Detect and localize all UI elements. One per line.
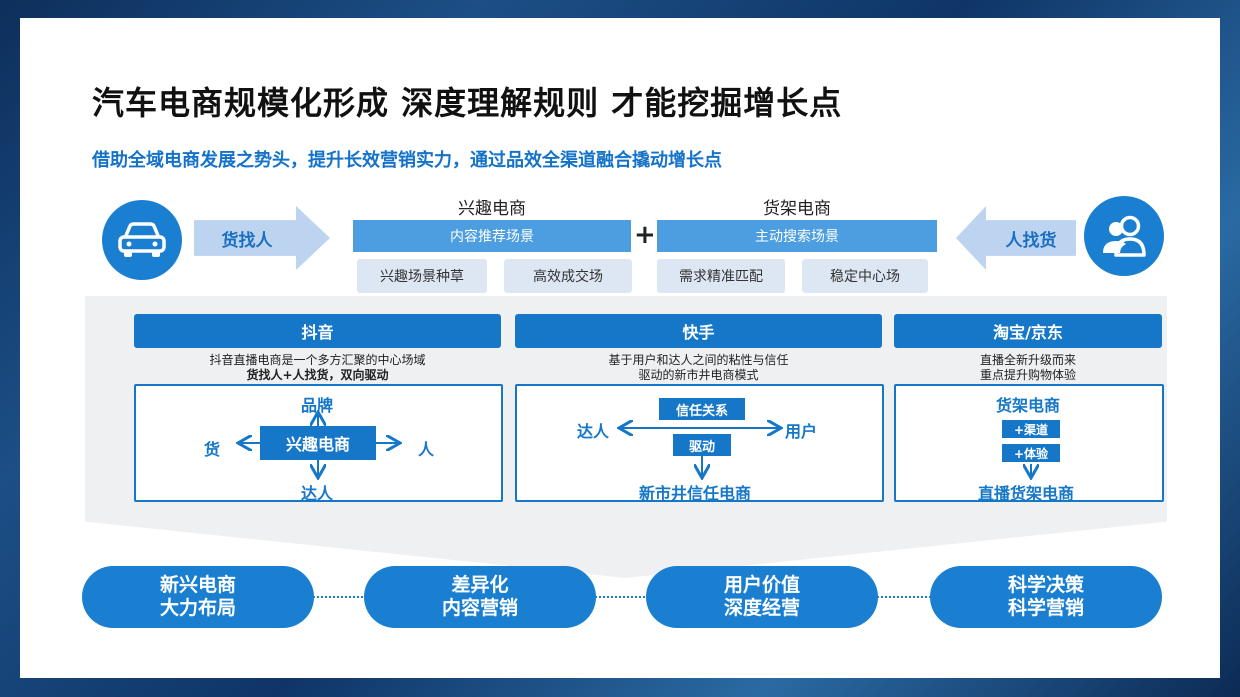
page-title: 汽车电商规模化形成 深度理解规则 才能挖掘增长点: [92, 84, 843, 122]
kuaishou-arrows: [517, 386, 886, 504]
experience-tag: +体验: [1002, 444, 1060, 462]
pill-user-value: 用户价值 深度经营: [646, 566, 878, 628]
taobao-jd-diagram: 货架电商 +渠道 +体验 直播货架电商: [894, 384, 1166, 504]
people-find-goods-arrow: 人找货: [956, 206, 1076, 270]
pill-connector: [592, 596, 668, 598]
taobao-jd-description: 直播全新升级而来 重点提升购物体验: [979, 353, 1076, 382]
shelf-commerce-label: 货架电商: [996, 396, 1061, 415]
shelf-chip-2: 稳定中心场: [802, 259, 928, 293]
kuaishou-diagram: 信任关系 达人 用户 驱动 新市井信任电商: [515, 384, 886, 504]
pill-differentiation: 差异化 内容营销: [364, 566, 596, 628]
users-icon: [1084, 196, 1164, 276]
drive-box: 驱动: [673, 434, 731, 456]
taobao-arrows: [896, 464, 1166, 504]
new-market-label: 新市井信任电商: [639, 484, 752, 503]
douyin-description: 抖音直播电商是一个多方汇聚的中心场域 货找人+人找货，双向驱动: [209, 353, 426, 382]
influencer-label: 达人: [301, 484, 334, 503]
slide: 汽车电商规模化形成 深度理解规则 才能挖掘增长点 借助全域电商发展之势头，提升长…: [20, 18, 1220, 678]
interest-commerce-box: 兴趣电商: [260, 426, 376, 460]
pill-new-commerce: 新兴电商 大力布局: [82, 566, 314, 628]
pill-connector: [874, 596, 950, 598]
plus-sign: +: [634, 220, 656, 250]
goods-label: 货: [204, 440, 221, 459]
interest-commerce-heading: 兴趣电商: [458, 199, 526, 219]
goods-find-people-arrow: 货找人: [194, 206, 330, 270]
page-subtitle: 借助全域电商发展之势头，提升长效营销实力，通过品效全渠道融合撬动增长点: [92, 150, 722, 171]
channel-tag: +渠道: [1002, 420, 1060, 438]
douyin-header: 抖音: [134, 314, 501, 348]
douyin-arrows: [136, 386, 505, 504]
active-search-bar: 主动搜索场景: [657, 220, 937, 252]
kuaishou-description: 基于用户和达人之间的粘性与信任 驱动的新市井电商模式: [608, 353, 789, 382]
car-icon: [102, 200, 182, 280]
kuaishou-header: 快手: [515, 314, 882, 348]
content-recommend-bar: 内容推荐场景: [353, 220, 631, 252]
influencer-label: 达人: [577, 422, 610, 441]
pill-connector: [310, 596, 386, 598]
shelf-chip-1: 需求精准匹配: [657, 259, 785, 293]
taobao-jd-header: 淘宝/京东: [894, 314, 1162, 348]
live-shelf-label: 直播货架电商: [978, 484, 1075, 503]
pill-scientific: 科学决策 科学营销: [930, 566, 1162, 628]
interest-chip-2: 高效成交场: [504, 259, 632, 293]
trust-relation-box: 信任关系: [659, 398, 745, 420]
douyin-diagram: 品牌 货 人 达人 兴趣电商: [134, 384, 505, 504]
shelf-commerce-heading: 货架电商: [763, 199, 831, 219]
interest-chip-1: 兴趣场景种草: [357, 259, 487, 293]
user-label: 用户: [785, 422, 818, 441]
people-label: 人: [418, 440, 435, 459]
